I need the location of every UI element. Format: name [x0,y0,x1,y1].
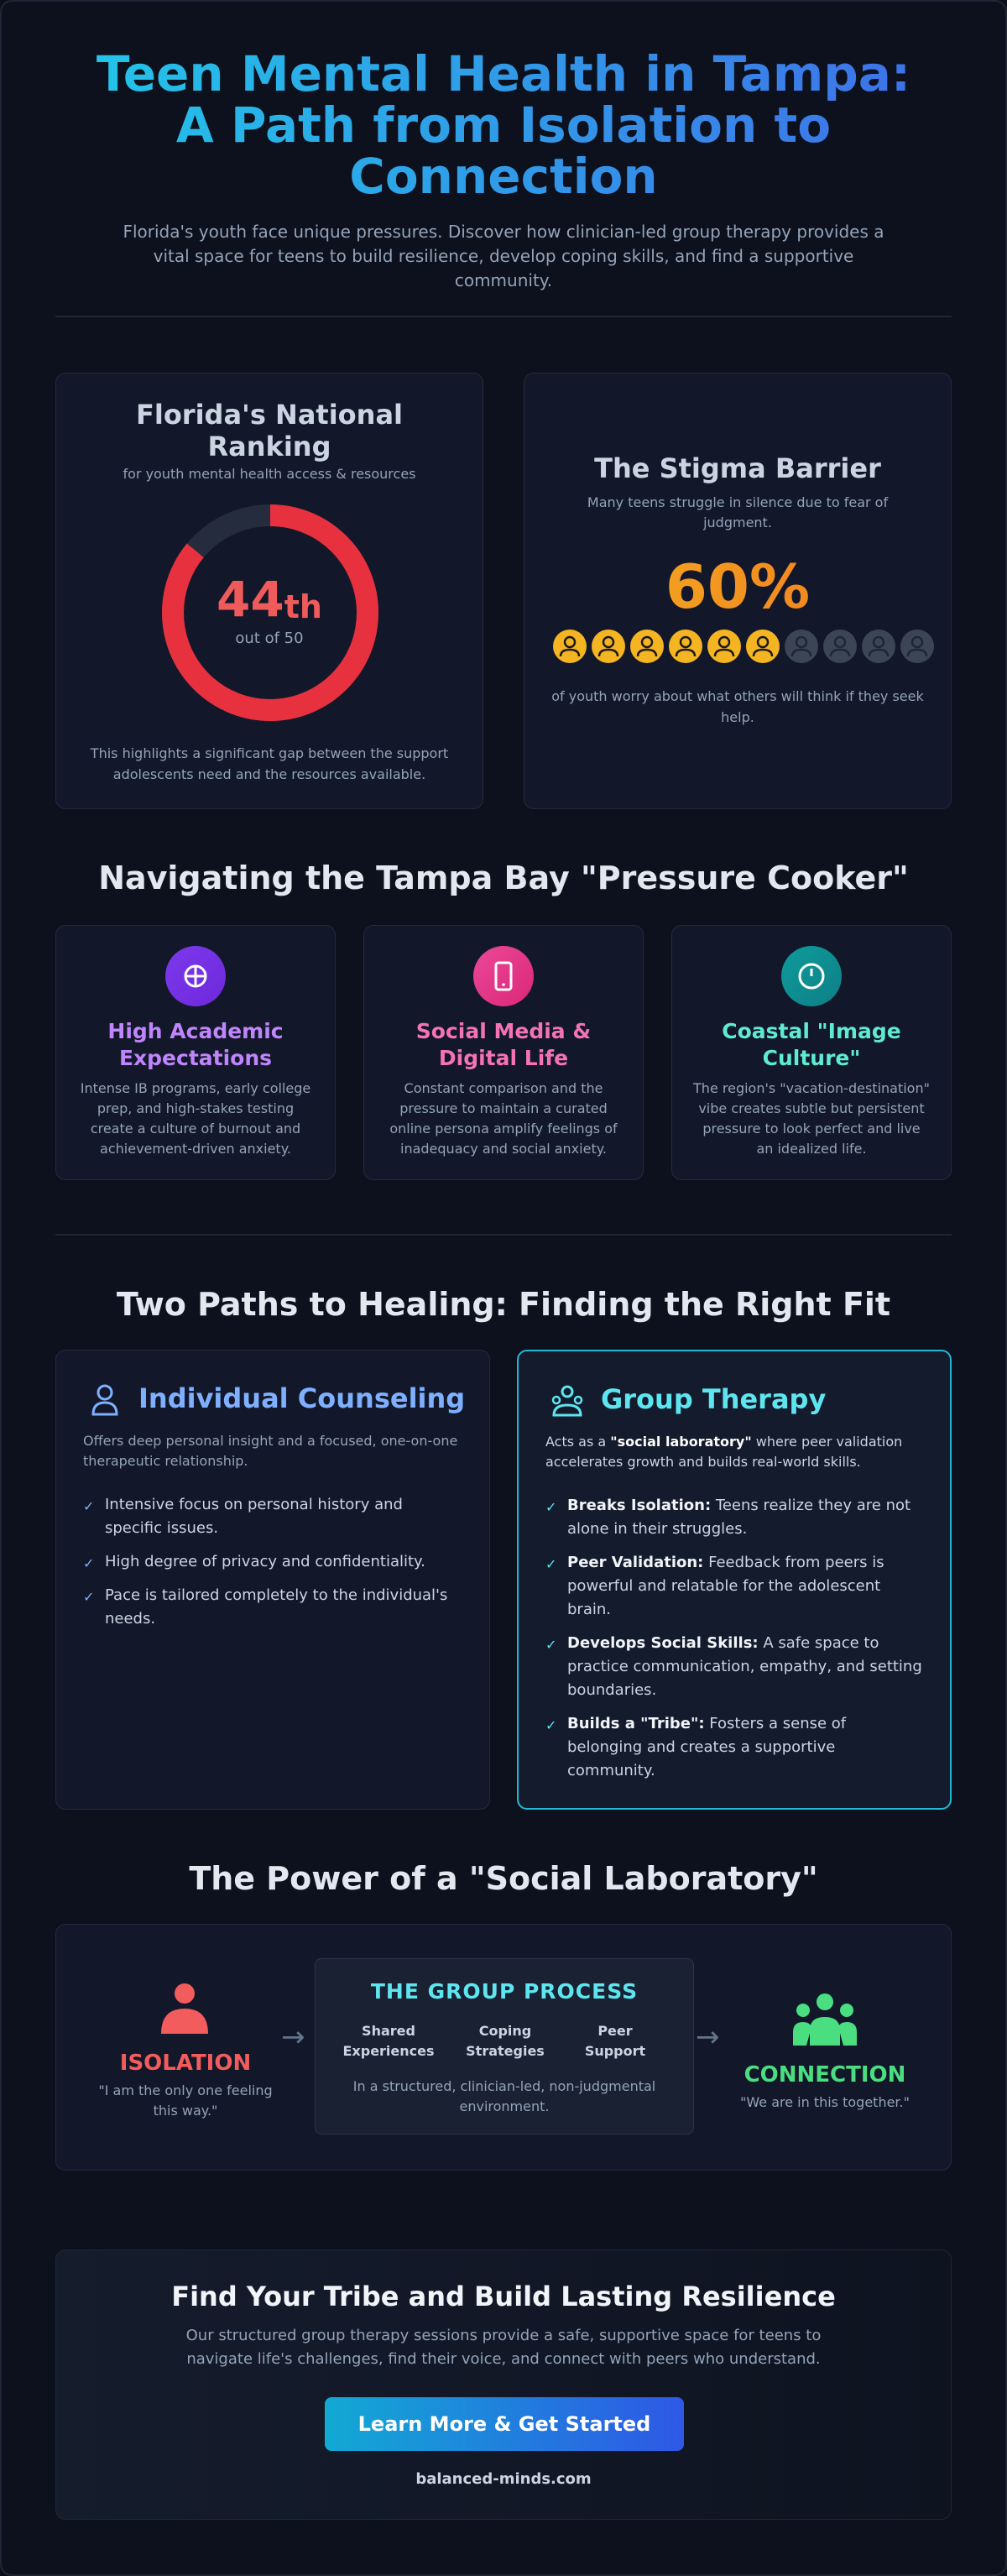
list-item: ✓Peer Validation: Feedback from peers is… [545,1554,884,1618]
person-icon-filled [592,630,625,663]
check-icon: ✓ [545,1637,557,1653]
person-icon-filled [669,630,702,663]
process-item: Shared Experiences [342,2023,435,2059]
title-line-1: Teen Mental Health in Tampa: [96,45,911,102]
check-icon: ✓ [83,1555,95,1571]
pressure-card-social-media: Social Media & Digital Life Constant com… [363,925,644,1180]
website-link[interactable]: balanced-minds.com [415,2470,592,2488]
person-icon-empty [785,630,818,663]
individual-card: Individual Counseling Offers deep person… [55,1350,490,1810]
ranking-card: Florida's National Ranking for youth men… [55,373,483,809]
connection-label: CONNECTION [744,2062,906,2087]
paths-title: Two Paths to Healing: Finding the Right … [116,1286,891,1323]
ranking-title: Florida's National Ranking [135,399,403,462]
academic-icon [165,946,226,1006]
isolation-person-icon [161,1983,208,2034]
donut-fill [162,504,378,721]
check-icon: ✓ [545,1556,557,1572]
list-item: ✓Breaks Isolation: Teens realize they ar… [545,1497,911,1538]
pressure-title: Navigating the Tampa Bay "Pressure Cooke… [98,860,909,896]
group-icon [551,1385,583,1417]
arrow-right-icon: → [281,2020,305,2054]
person-icon [91,1384,118,1416]
group-list: ✓Breaks Isolation: Teens realize they ar… [545,1494,923,1793]
person-icon-filled [630,630,664,663]
pressure-card-academic: High Academic Expectations Intense IB pr… [55,925,336,1180]
pressure-card-image-culture: Coastal "Image Culture" The region's "va… [671,925,952,1180]
stigma-title: The Stigma Barrier [594,452,881,484]
cta-section: Find Your Tribe and Build Lasting Resili… [55,2249,952,2520]
pressure-card-text: Intense IB programs, early college prep,… [80,1080,311,1157]
individual-list: ✓Intensive focus on personal history and… [83,1493,462,1641]
pressure-card-text: The region's "vacation-destination" vibe… [693,1080,930,1157]
page-subtitle: Florida's youth face unique pressures. D… [123,222,884,290]
process-item: Peer Support [584,2023,646,2059]
list-item: ✓Builds a "Tribe": Fosters a sense of be… [545,1715,847,1779]
ranking-subtitle: for youth mental health access & resourc… [123,466,416,482]
process-item: Coping Strategies [466,2023,545,2059]
list-item: ✓Pace is tailored completely to the indi… [83,1586,448,1628]
group-desc: Acts as a "social laboratory" where peer… [545,1434,903,1470]
stigma-subtitle: Many teens struggle in silence due to fe… [587,494,889,530]
list-item: ✓High degree of privacy and confidential… [83,1550,462,1574]
clock-icon [781,946,842,1006]
list-item: ✓Develops Social Skills: A safe space to… [545,1634,922,1699]
list-item: ✓Intensive focus on personal history and… [83,1496,403,1537]
isolation-label: ISOLATION [119,2051,252,2076]
isolation-quote: "I am the only one feeling this way." [98,2082,273,2119]
person-icon-empty [900,630,934,663]
stigma-card: The Stigma Barrier Many teens struggle i… [524,373,952,809]
group-title: Group Therapy [601,1383,827,1415]
person-icon-filled [553,630,587,663]
stigma-percent: 60% [524,551,951,622]
phone-icon [473,946,534,1006]
group-process-box: THE GROUP PROCESS Shared Experiences Cop… [315,1958,694,2134]
check-icon: ✓ [83,1498,95,1514]
person-icon-filled [707,630,741,663]
person-icon-empty [823,630,857,663]
connection-group-icon [793,1993,857,2046]
learn-more-button[interactable]: Learn More & Get Started [325,2397,684,2451]
pressure-card-text: Constant comparison and the pressure to … [389,1080,618,1157]
group-header: Group Therapy [549,1378,933,1419]
divider [55,316,952,317]
lab-title: The Power of a "Social Laboratory" [189,1860,818,1897]
person-icon-filled [746,630,780,663]
arrow-right-icon: → [696,2020,720,2054]
pressure-card-title: Coastal "Image Culture" [722,1019,901,1070]
group-card: Group Therapy Acts as a "social laborato… [517,1350,952,1810]
divider [55,1234,952,1236]
title-line-2: A Path from Isolation to [175,97,832,154]
check-icon: ✓ [545,1499,557,1515]
title-line-3: Connection [349,148,658,205]
process-footnote: In a structured, clinician-led, non-judg… [352,2078,656,2114]
cta-title: Find Your Tribe and Build Lasting Resili… [171,2281,836,2312]
ranking-donut [162,504,378,721]
individual-desc: Offers deep personal insight and a focus… [83,1433,458,1469]
individual-header: Individual Counseling [86,1377,472,1418]
person-icon-empty [862,630,895,663]
stigma-footnote: of youth worry about what others will th… [551,688,924,725]
connection-quote: "We are in this together." [740,2094,910,2110]
pressure-card-title: High Academic Expectations [107,1019,284,1070]
cta-text: Our structured group therapy sessions pr… [185,2327,822,2368]
page-title: Teen Mental Health in Tampa: A Path from… [55,49,952,202]
check-icon: ✓ [545,1717,557,1733]
ranking-number: 44th [217,571,322,628]
pressure-card-title: Social Media & Digital Life [415,1019,592,1070]
process-title: THE GROUP PROCESS [370,1979,639,2004]
ranking-out-of: out of 50 [235,630,304,647]
check-icon: ✓ [83,1589,95,1605]
individual-title: Individual Counseling [138,1382,466,1414]
ranking-footnote: This highlights a significant gap betwee… [90,745,449,782]
stigma-faces [553,630,934,666]
lab-card: ISOLATION "I am the only one feeling thi… [55,1924,952,2171]
